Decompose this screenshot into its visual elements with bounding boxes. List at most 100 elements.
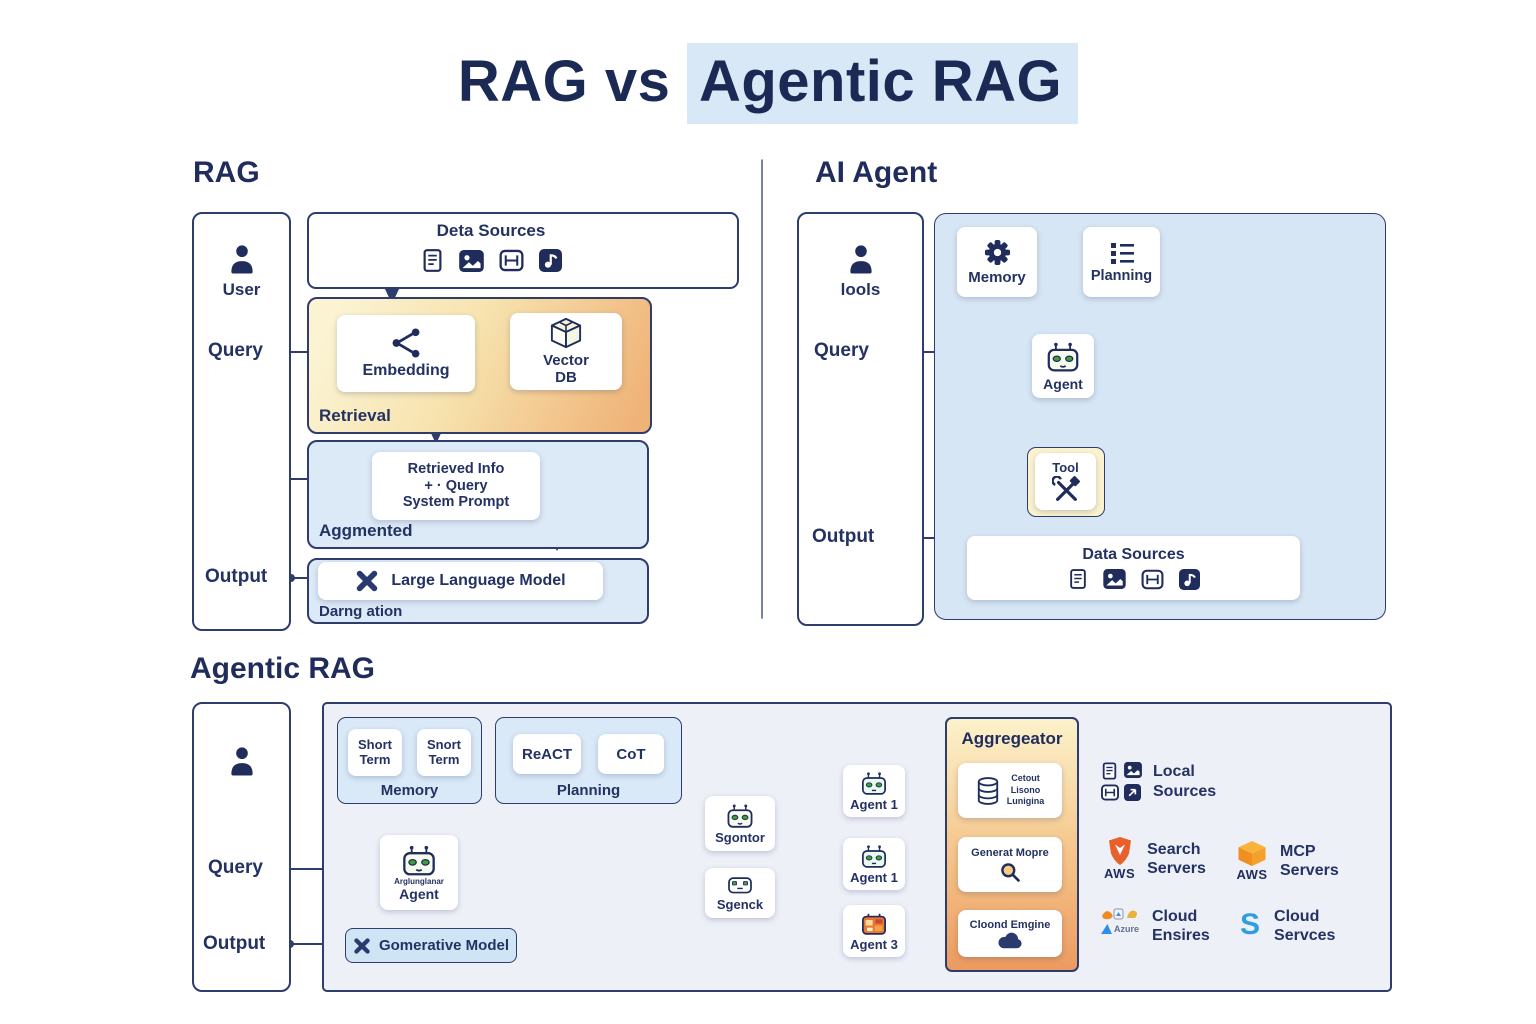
mediator-card-2: Sgenck (705, 868, 775, 918)
cot-card: CoT (598, 734, 664, 774)
react-label: ReACT (521, 745, 572, 763)
search-servers-label: Search Servers (1147, 840, 1206, 878)
robot-icon (727, 803, 753, 828)
generation-label: Darng ation (319, 603, 403, 620)
agentic-agent-label: Agent (399, 885, 439, 902)
agent-user: lools (799, 242, 922, 300)
aggregator-title: Aggregeator (961, 729, 1063, 748)
agentic-user-panel (192, 702, 291, 992)
cloud-engines-endpoint: Azure Cloud Ensires (1100, 906, 1210, 945)
rag-heading: RAG (193, 156, 260, 189)
agent-tools-label: lools (840, 280, 881, 299)
title-prefix: RAG vs (457, 49, 671, 114)
vector-db-line2: DB (555, 369, 577, 386)
robot-icon (403, 845, 435, 875)
agentic-agent-sub: Arglunglanar (394, 876, 444, 886)
image-icon (458, 249, 484, 272)
document-icon (1102, 762, 1117, 780)
aggregator-card-3: Cloond Emgine (958, 910, 1062, 957)
mediator-1-label: Sgontor (715, 829, 765, 845)
agentic-planning-box: ReACT CoT Planning (495, 717, 682, 804)
vector-db-card: Vector DB (510, 313, 622, 390)
aggregator-card1-line1: Cetout (1011, 772, 1040, 783)
page-title: RAG vs Agentic RAG (0, 43, 1536, 124)
cloud-vendor-logos-icon (1102, 908, 1137, 920)
memory-card: Memory (957, 227, 1037, 297)
generative-model-box: Gomerative Model (345, 928, 517, 963)
mediator-2-label: Sgenck (716, 897, 764, 912)
agentic-query-label: Query (208, 857, 263, 878)
user-icon (230, 747, 253, 776)
tool-label: Tool (1052, 459, 1079, 475)
agentic-memory-box: Short Term Snort Term Memory (337, 717, 482, 804)
cloud-services-endpoint: S Cloud Servces (1240, 906, 1335, 945)
worker-agent-3-label: Agent 3 (850, 936, 898, 952)
tool-box: Tool (1027, 447, 1105, 517)
search-servers-line1: Search (1147, 841, 1201, 858)
audio-icon (538, 249, 562, 272)
document-icon (423, 249, 441, 272)
short-term-card-2: Snort Term (417, 729, 471, 776)
gear-icon (984, 239, 1010, 265)
rag-data-sources-icons (351, 248, 631, 273)
azure-icon (1101, 924, 1112, 934)
short-term-1-line2: Term (359, 751, 391, 767)
worker-agent-2-label: Agent 1 (850, 869, 898, 885)
agent-data-sources-card: Data Sources (967, 536, 1300, 600)
local-sources-line2: Sources (1153, 782, 1217, 800)
mcp-servers-endpoint: AWS MCP Servers (1236, 840, 1339, 882)
short-term-1-line1: Short (358, 736, 392, 752)
shield-icon (1108, 837, 1131, 865)
local-sources-label: Local Sources (1153, 762, 1216, 800)
magnifier-icon (1001, 862, 1020, 882)
retrieved-info-line1: Retrieved Info (407, 460, 505, 477)
worker-agent-card-3: Agent 3 (843, 905, 905, 957)
aggregator-card2-label: Generat Mopre (971, 846, 1049, 859)
worker-agent-card-1: Agent 1 (843, 765, 905, 817)
agentic-memory-label: Memory (380, 782, 439, 799)
embedding-label: Embedding (362, 362, 450, 379)
aggregator-card-1: Cetout Lisono Lunigina (958, 763, 1062, 818)
aws-cube-icon (1238, 841, 1266, 866)
aggregator-card-2: Generat Mopre (958, 837, 1062, 892)
x-model-icon (354, 937, 370, 954)
cloud-services-line1: Cloud (1274, 908, 1320, 925)
local-sources-icons (1101, 762, 1143, 801)
agent-card: Agent (1032, 334, 1094, 398)
arrow-icon (1124, 784, 1141, 801)
robot-icon (862, 771, 886, 795)
mcp-servers-line2: Servers (1280, 862, 1339, 880)
cloud-engines-label: Cloud Ensires (1152, 907, 1210, 945)
x-model-icon (357, 570, 378, 592)
agentic-planning-label: Planning (556, 782, 621, 799)
search-servers-line2: Servers (1147, 860, 1206, 878)
table-icon (1101, 784, 1119, 801)
llm-card: Large Language Model (318, 562, 603, 600)
s-logo-icon: S (1240, 908, 1261, 941)
aws-logo-text: AWS (1104, 866, 1136, 881)
rag-user: User (194, 242, 289, 300)
audio-icon (1178, 568, 1200, 590)
list-icon (1110, 242, 1134, 264)
retrieved-info-card: Retrieved Info + · Query System Prompt (372, 452, 540, 520)
local-sources-endpoint: Local Sources (1101, 762, 1216, 801)
cloud-services-line2: Servces (1274, 927, 1336, 945)
database-icon (977, 776, 998, 805)
agentic-heading: Agentic RAG (190, 652, 376, 685)
aggregator-card1-line3: Lunigina (1006, 796, 1045, 807)
agent-data-sources-icons (1068, 568, 1200, 590)
title-highlight: Agentic RAG (686, 43, 1079, 124)
agent-data-sources-title: Data Sources (1082, 546, 1185, 563)
rag-user-panel: User (192, 212, 291, 631)
mediator-card-1: Sgontor (705, 796, 775, 851)
aggregator-card3-label: Cloond Emgine (969, 918, 1051, 931)
cloud-icon (998, 932, 1022, 948)
vector-db-line1: Vector (543, 351, 589, 369)
agent-query-label: Query (814, 340, 869, 361)
embedding-card: Embedding (337, 315, 475, 392)
agent-user-panel: lools (797, 212, 924, 626)
react-card: ReACT (513, 734, 581, 774)
agentic-user (194, 744, 289, 778)
hammer-wrench-icon (1051, 475, 1080, 501)
